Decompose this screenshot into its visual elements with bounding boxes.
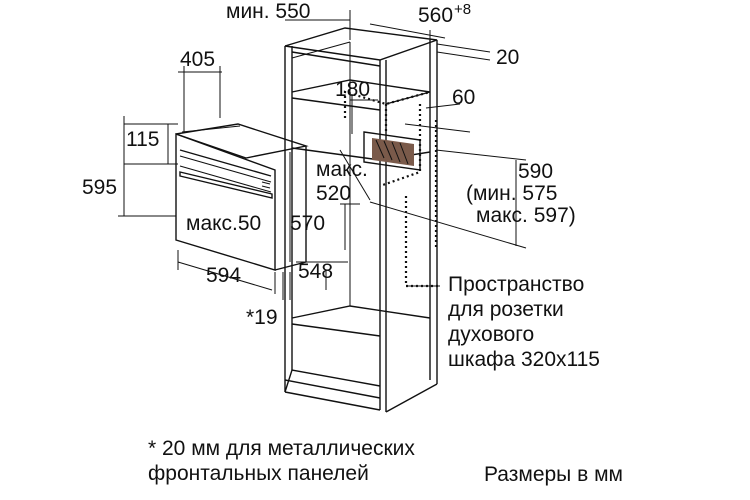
footnote-line-1: * 20 мм для металлических <box>148 437 415 460</box>
label-570: 570 <box>290 212 325 235</box>
label-594: 594 <box>206 264 241 287</box>
footnote-line-2: фронтальных панелей <box>148 462 369 485</box>
label-max: макс. <box>316 158 368 181</box>
label-max-597: макс. 597) <box>476 204 576 227</box>
label-60: 60 <box>452 86 475 109</box>
label-max-50: макс.50 <box>186 212 261 235</box>
label-560-tolerance: +8 <box>454 1 471 18</box>
callout-line-4: шкафа 320x115 <box>448 348 600 371</box>
socket-space-callout: Пространство для розетки духового шкафа … <box>448 272 600 372</box>
footnote: * 20 мм для металлических фронтальных па… <box>148 436 415 486</box>
label-180: 180 <box>335 78 370 101</box>
label-115: 115 <box>126 128 159 151</box>
units-note: Размеры в мм <box>484 463 623 486</box>
label-405: 405 <box>180 48 215 71</box>
socket-opening <box>363 131 421 171</box>
label-20: 20 <box>496 46 519 69</box>
label-595: 595 <box>82 176 117 199</box>
dimension-lines <box>118 10 527 300</box>
label-star-19: *19 <box>246 306 278 329</box>
oven <box>175 123 309 271</box>
label-min-550: мин. 550 <box>226 0 310 23</box>
label-560: 560 <box>418 4 453 27</box>
label-548: 548 <box>298 260 333 283</box>
dimension-labels: мин. 550 560 +8 20 405 180 60 115 макс. … <box>82 0 576 329</box>
label-590: 590 <box>518 160 553 183</box>
label-min-575: (мин. 575 <box>466 182 557 205</box>
service-space-outline <box>343 90 440 288</box>
callout-line-1: Пространство <box>448 273 585 296</box>
callout-line-2: для розетки <box>448 298 564 321</box>
callout-line-3: духового <box>448 323 535 346</box>
label-520: 520 <box>316 182 351 205</box>
